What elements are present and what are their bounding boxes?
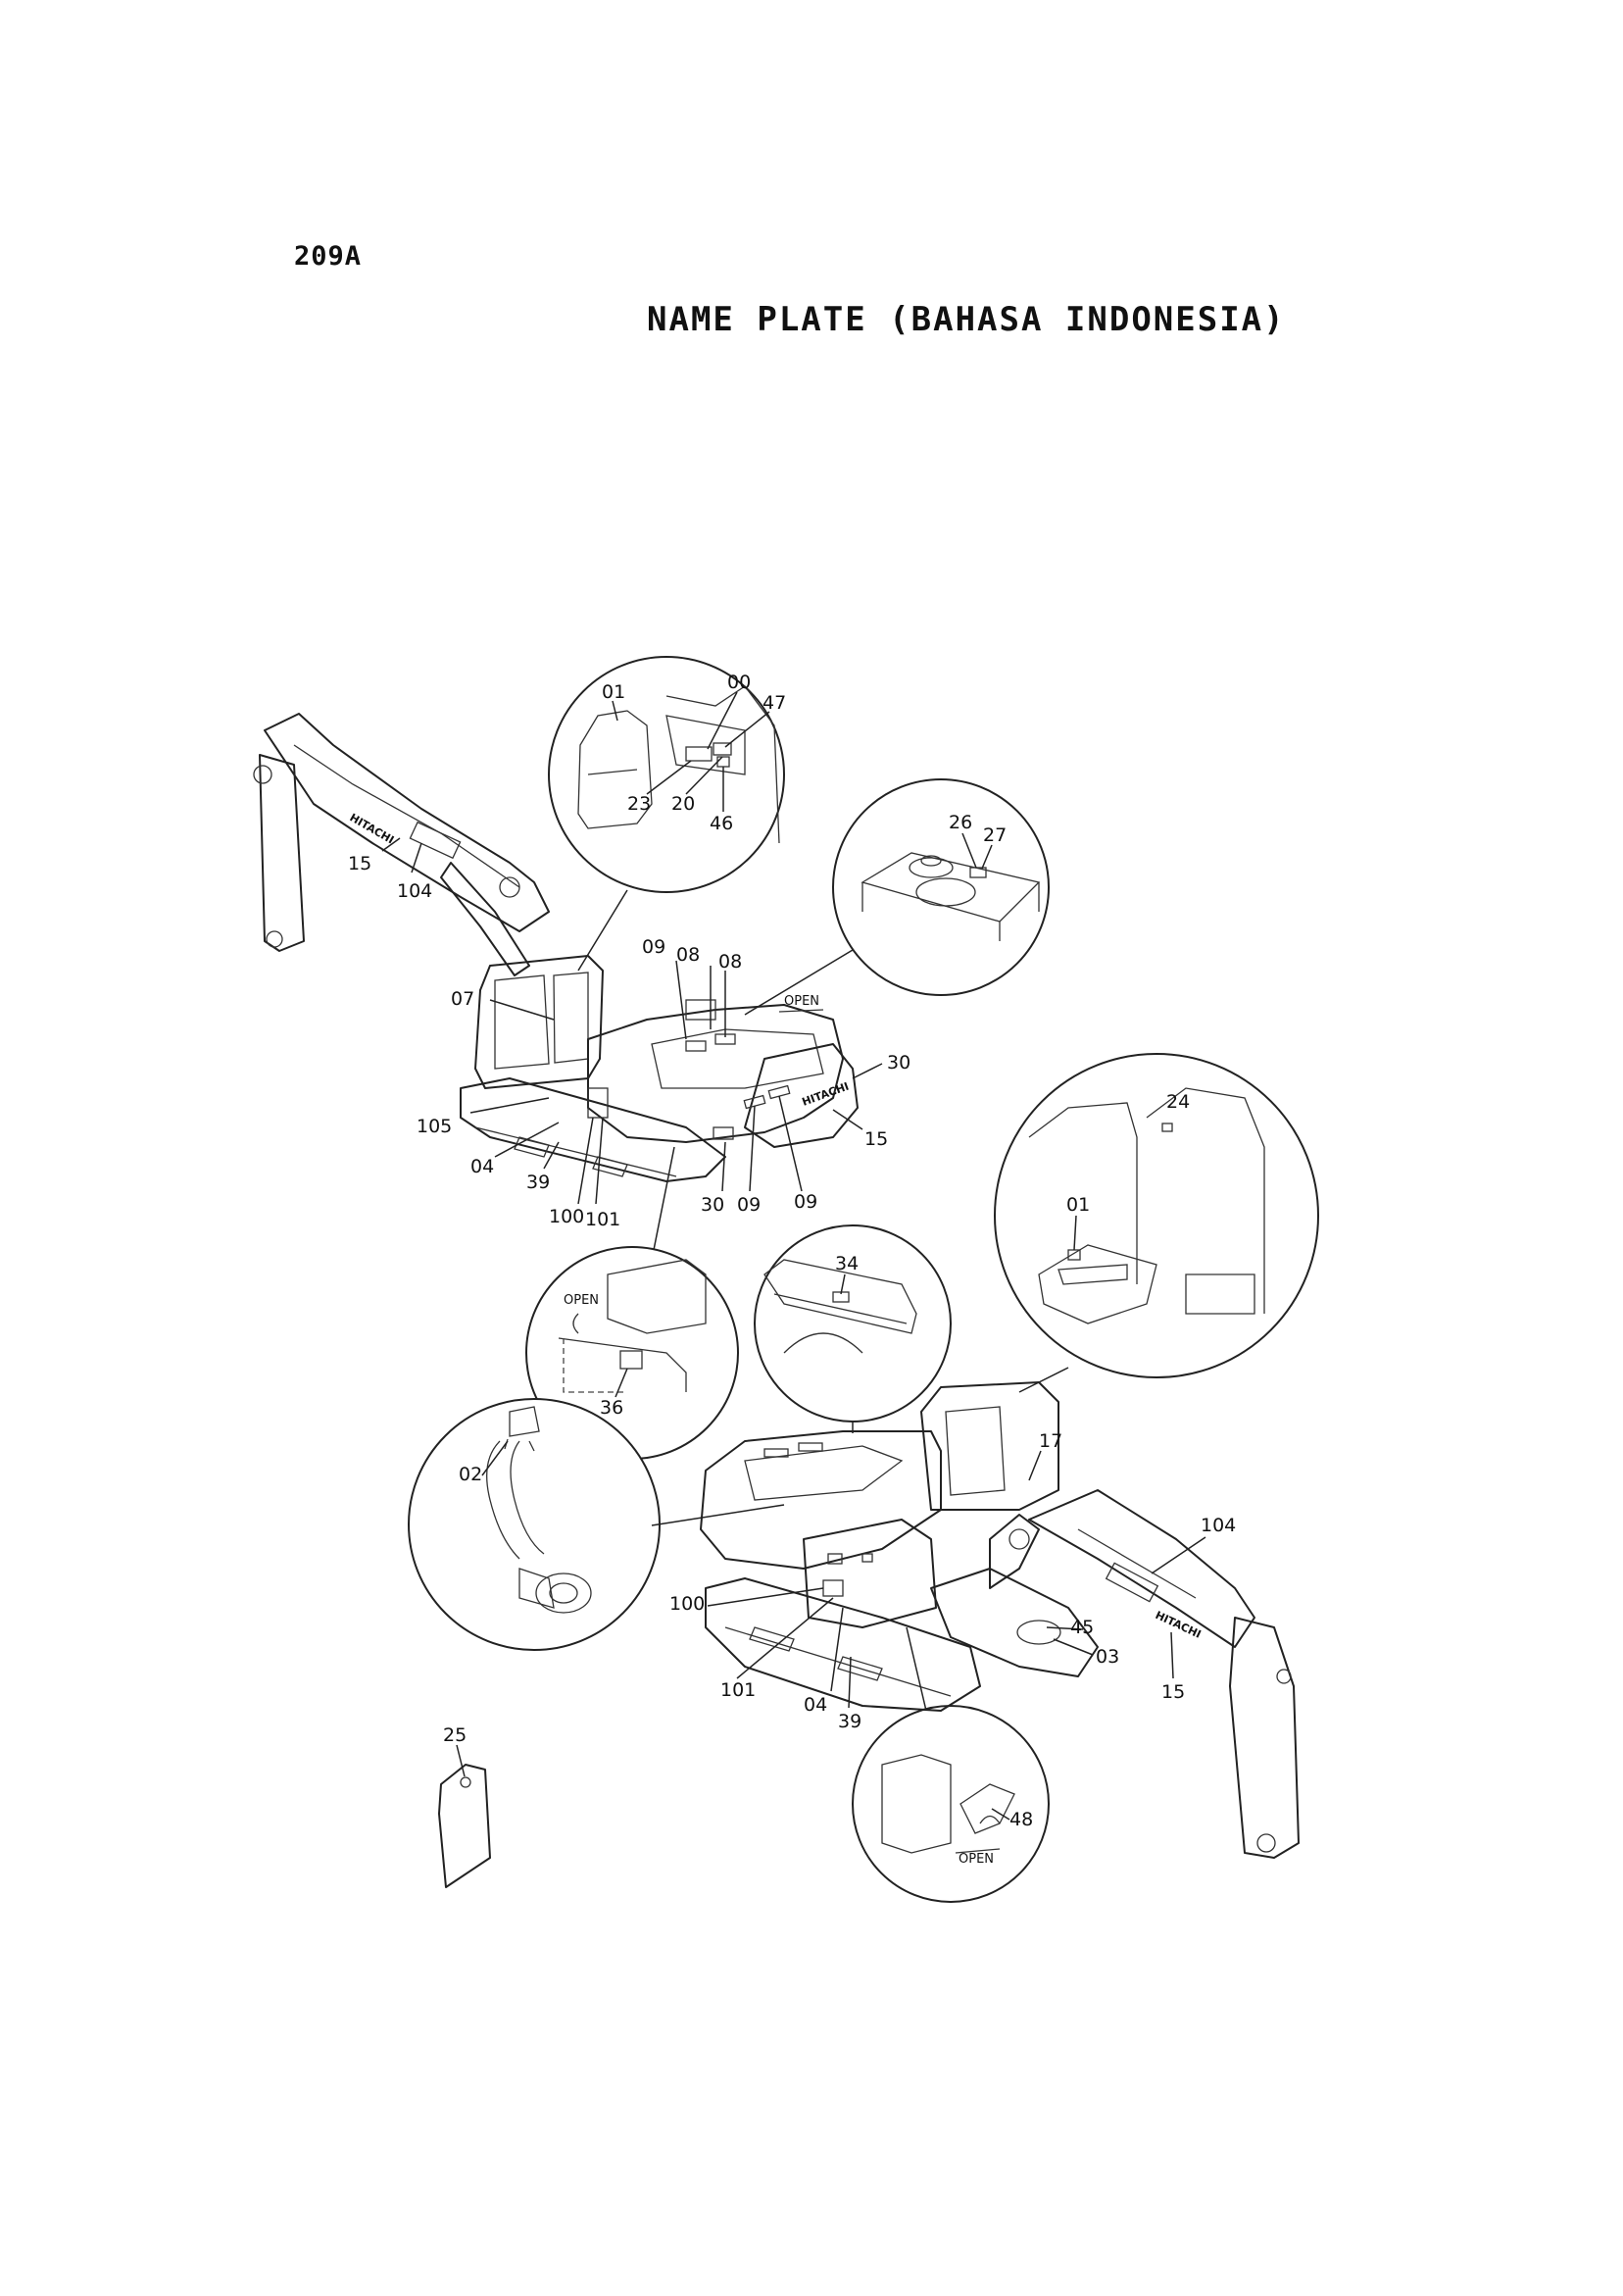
callout-label: 101 xyxy=(585,1209,620,1230)
callout-top-cab-interior: 01 00 47 23 20 46 xyxy=(548,656,786,893)
open-mark-upper: OPEN xyxy=(784,994,819,1009)
callout-label: 17 xyxy=(1039,1430,1062,1452)
callout-label: 30 xyxy=(887,1052,910,1073)
callout-label: 105 xyxy=(417,1116,452,1137)
callout-label: 39 xyxy=(526,1172,550,1193)
page-title: NAME PLATE (BAHASA INDONESIA) xyxy=(647,300,1286,339)
callout-label: 03 xyxy=(1096,1646,1119,1668)
callout-label: 100 xyxy=(549,1206,584,1227)
callout-label: 09 xyxy=(737,1194,761,1216)
page-code: 209A xyxy=(294,241,363,272)
tag-part: 25 xyxy=(438,1724,491,1888)
callout-label: 100 xyxy=(669,1593,705,1615)
callout-label: 24 xyxy=(1166,1091,1190,1113)
callout-label: 09 xyxy=(642,936,665,958)
callout-label: 01 xyxy=(1066,1194,1090,1216)
callout-label: 20 xyxy=(671,793,695,815)
callout-battery-frame: 34 xyxy=(754,1224,952,1423)
callout-label: 48 xyxy=(1009,1809,1033,1830)
callout-label: 104 xyxy=(397,880,432,902)
callout-label: 101 xyxy=(720,1679,756,1701)
callout-label: 34 xyxy=(835,1253,859,1274)
open-mark-front: OPEN xyxy=(959,1852,994,1867)
brand-mark-lower-boom: HITACHI xyxy=(1154,1609,1204,1641)
callout-label: 07 xyxy=(451,988,474,1010)
callout-label: 04 xyxy=(470,1156,494,1177)
callout-right-cab-interior: 24 01 xyxy=(994,1053,1319,1378)
callout-label: 00 xyxy=(727,672,751,693)
callout-label: 01 xyxy=(602,681,625,703)
callout-label: 36 xyxy=(600,1397,623,1419)
callout-left-cover: OPEN 36 xyxy=(525,1246,739,1460)
callout-label: 27 xyxy=(983,824,1007,846)
callout-front-cover: OPEN 48 xyxy=(852,1705,1050,1903)
callout-label: 47 xyxy=(762,692,786,714)
callout-label: 104 xyxy=(1201,1515,1236,1536)
brand-mark-upper-counterweight: HITACHI xyxy=(801,1080,851,1109)
callout-label: 15 xyxy=(348,853,371,874)
callout-label: 46 xyxy=(710,813,733,834)
callout-label: 39 xyxy=(838,1711,861,1732)
callout-label: 09 xyxy=(794,1191,817,1213)
callout-top-hood-cap: 26 27 xyxy=(832,778,1050,996)
upper-excavator: HITACHI HITACHI OPEN 15 104 09 08 08 07 … xyxy=(253,713,910,1261)
callout-label: 30 xyxy=(701,1194,724,1216)
callout-air-cleaner: 02 xyxy=(408,1398,661,1651)
callout-label: 08 xyxy=(676,944,700,966)
lower-excavator: HITACHI 17 104 100 45 03 101 04 39 15 xyxy=(651,1367,1300,1859)
callout-label: 25 xyxy=(443,1724,467,1746)
callout-label: 04 xyxy=(804,1694,827,1716)
callout-label: 26 xyxy=(949,812,972,833)
callout-label: 08 xyxy=(718,951,742,973)
open-mark-left: OPEN xyxy=(564,1293,599,1308)
callout-label: 45 xyxy=(1070,1617,1094,1638)
callout-label: 15 xyxy=(864,1128,888,1150)
brand-mark-upper-boom: HITACHI xyxy=(348,811,397,846)
callout-label: 23 xyxy=(627,793,651,815)
callout-label: 15 xyxy=(1161,1681,1185,1703)
callout-label: 02 xyxy=(459,1464,482,1485)
